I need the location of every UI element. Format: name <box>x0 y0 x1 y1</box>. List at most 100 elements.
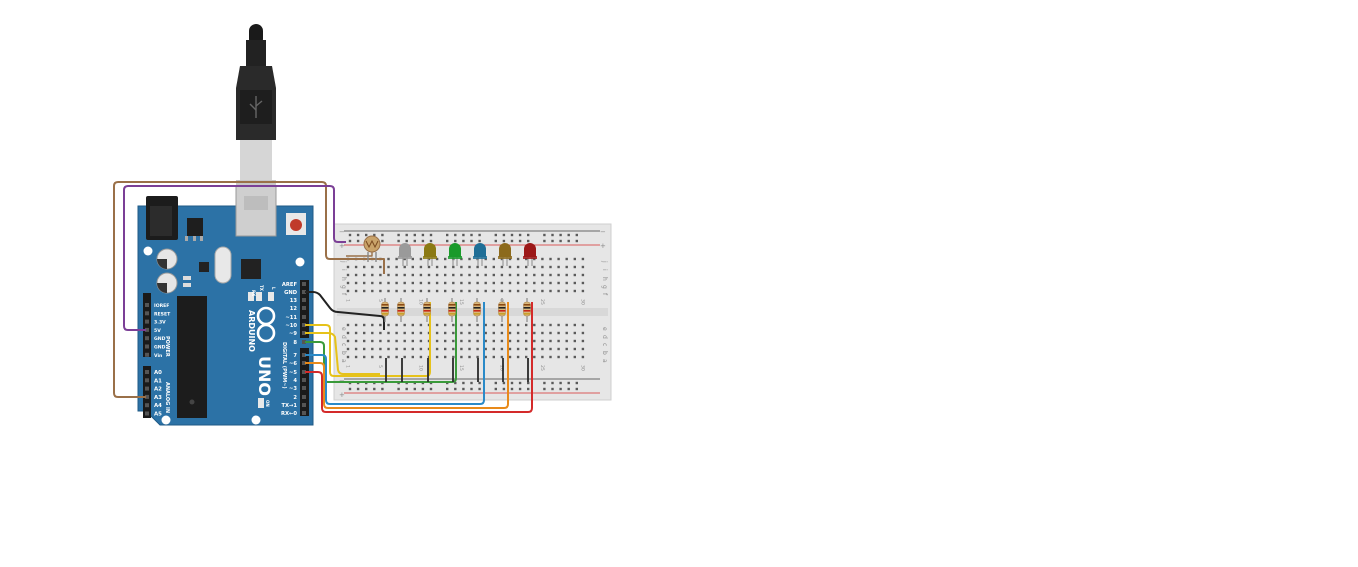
breadboard-hole[interactable] <box>492 273 495 277</box>
analog-header[interactable] <box>143 366 151 418</box>
rail-hole[interactable] <box>510 233 514 237</box>
breadboard-hole[interactable] <box>419 273 423 277</box>
breadboard-hole[interactable] <box>346 339 350 343</box>
resistor[interactable] <box>381 298 389 322</box>
breadboard-hole[interactable] <box>573 355 576 359</box>
breadboard-hole[interactable] <box>581 273 585 277</box>
breadboard-hole[interactable] <box>387 331 390 335</box>
breadboard-hole[interactable] <box>549 323 552 327</box>
breadboard-hole[interactable] <box>549 331 552 335</box>
breadboard-hole[interactable] <box>541 273 544 277</box>
breadboard-hole[interactable] <box>565 273 568 277</box>
rail-hole[interactable] <box>527 387 530 391</box>
breadboard-hole[interactable] <box>533 355 536 359</box>
rail-hole[interactable] <box>462 239 465 243</box>
breadboard-hole[interactable] <box>557 265 560 269</box>
rail-hole[interactable] <box>543 233 546 237</box>
breadboard-hole[interactable] <box>573 273 576 277</box>
breadboard-hole[interactable] <box>403 331 406 335</box>
rail-hole[interactable] <box>421 233 425 237</box>
rail-hole[interactable] <box>567 381 570 385</box>
breadboard-hole[interactable] <box>460 265 463 269</box>
breadboard-hole[interactable] <box>403 289 406 293</box>
breadboard-hole[interactable] <box>371 355 374 359</box>
rail-hole[interactable] <box>348 387 352 391</box>
breadboard-hole[interactable] <box>411 355 414 359</box>
wire-blue-pin7[interactable] <box>305 302 485 405</box>
breadboard-hole[interactable] <box>500 289 504 293</box>
breadboard-hole[interactable] <box>419 355 423 359</box>
breadboard-hole[interactable] <box>411 289 414 293</box>
breadboard-hole[interactable] <box>565 281 568 285</box>
breadboard-hole[interactable] <box>557 355 560 359</box>
rail-hole[interactable] <box>478 381 481 385</box>
breadboard-hole[interactable] <box>444 281 447 285</box>
breadboard-hole[interactable] <box>435 281 439 285</box>
breadboard-hole[interactable] <box>573 331 576 335</box>
breadboard-hole[interactable] <box>541 265 544 269</box>
rail-hole[interactable] <box>510 381 514 385</box>
breadboard-hole[interactable] <box>557 273 560 277</box>
rail-hole[interactable] <box>551 381 554 385</box>
breadboard-hole[interactable] <box>452 273 455 277</box>
power-pin-socket[interactable] <box>145 352 149 357</box>
breadboard-hole[interactable] <box>395 355 398 359</box>
breadboard-hole[interactable] <box>444 323 447 327</box>
rail-hole[interactable] <box>470 381 473 385</box>
breadboard-hole[interactable] <box>541 331 544 335</box>
led[interactable] <box>448 243 462 266</box>
rail-hole[interactable] <box>510 387 514 391</box>
digital-pin-socket[interactable] <box>302 323 306 327</box>
rail-hole[interactable] <box>527 233 530 237</box>
rail-hole[interactable] <box>527 381 530 385</box>
rail-hole[interactable] <box>575 233 578 237</box>
breadboard-hole[interactable] <box>387 265 390 269</box>
breadboard-hole[interactable] <box>565 355 568 359</box>
breadboard-hole[interactable] <box>460 347 463 351</box>
rail-hole[interactable] <box>470 233 473 237</box>
breadboard-hole[interactable] <box>508 265 512 269</box>
rail-hole[interactable] <box>551 233 554 237</box>
rail-hole[interactable] <box>397 239 400 243</box>
analog-pin-socket[interactable] <box>145 403 149 408</box>
rail-hole[interactable] <box>405 239 408 243</box>
breadboard-hole[interactable] <box>484 289 487 293</box>
rail-hole[interactable] <box>429 239 433 243</box>
digital-pin-socket[interactable] <box>302 361 306 365</box>
breadboard-hole[interactable] <box>395 273 398 277</box>
breadboard-hole[interactable] <box>371 331 374 335</box>
breadboard-hole[interactable] <box>565 339 568 343</box>
breadboard-hole[interactable] <box>525 273 528 277</box>
led[interactable] <box>473 243 487 266</box>
breadboard-hole[interactable] <box>411 281 414 285</box>
rail-hole[interactable] <box>462 387 465 391</box>
breadboard-hole[interactable] <box>549 355 552 359</box>
breadboard-hole[interactable] <box>363 289 366 293</box>
rail-hole[interactable] <box>470 239 473 243</box>
breadboard-hole[interactable] <box>581 257 585 261</box>
breadboard-hole[interactable] <box>354 289 358 293</box>
breadboard-hole[interactable] <box>533 331 536 335</box>
rail-hole[interactable] <box>348 233 352 237</box>
breadboard-hole[interactable] <box>363 323 366 327</box>
breadboard-hole[interactable] <box>492 323 495 327</box>
breadboard-hole[interactable] <box>411 257 414 261</box>
breadboard-hole[interactable] <box>460 281 463 285</box>
rail-hole[interactable] <box>543 239 546 243</box>
rail-hole[interactable] <box>567 239 570 243</box>
breadboard-hole[interactable] <box>403 339 406 343</box>
rail-hole[interactable] <box>543 387 546 391</box>
breadboard-hole[interactable] <box>411 265 414 269</box>
rail-hole[interactable] <box>397 387 400 391</box>
breadboard-hole[interactable] <box>476 355 479 359</box>
breadboard-hole[interactable] <box>363 265 366 269</box>
breadboard-hole[interactable] <box>346 273 350 277</box>
breadboard-hole[interactable] <box>581 347 585 351</box>
breadboard-hole[interactable] <box>549 281 552 285</box>
breadboard-hole[interactable] <box>557 339 560 343</box>
breadboard-hole[interactable] <box>468 265 471 269</box>
rail-hole[interactable] <box>454 387 457 391</box>
breadboard-hole[interactable] <box>387 257 390 261</box>
power-header[interactable] <box>143 293 151 357</box>
breadboard-hole[interactable] <box>525 323 528 327</box>
